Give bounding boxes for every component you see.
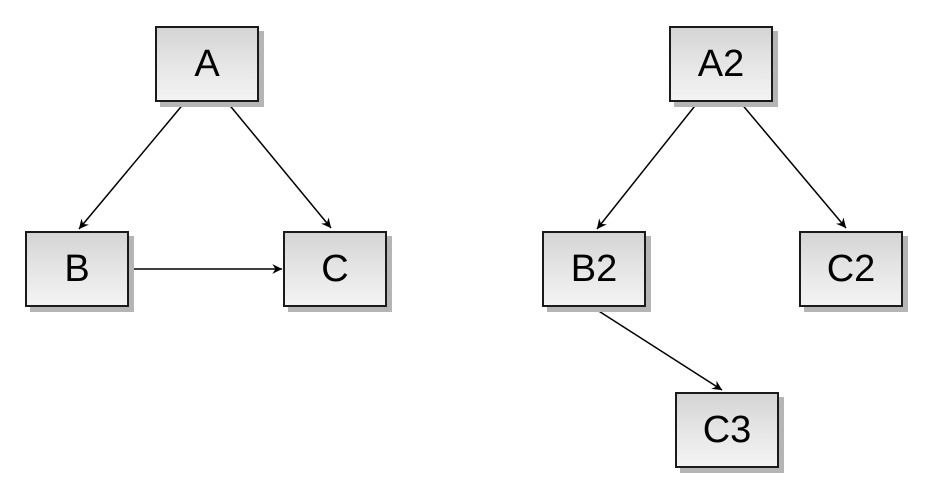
edge-A-to-C[interactable] [226,101,332,229]
node-A2[interactable]: A2 [669,26,773,102]
edge-B2-to-C3[interactable] [593,307,723,391]
edge-A2-to-C2[interactable] [739,101,847,229]
node-A-label: A [194,43,220,85]
node-C-label: C [321,248,349,290]
node-B2[interactable]: B2 [542,231,646,307]
node-C[interactable]: C [283,231,387,307]
node-C2-label: C2 [826,248,876,290]
edge-A-to-B[interactable] [78,101,186,230]
node-B2-label: B2 [570,248,618,290]
node-C2[interactable]: C2 [799,231,903,307]
node-B-label: B [64,248,90,290]
node-B[interactable]: B [25,231,129,307]
node-C3-label: C3 [702,409,752,451]
node-A[interactable]: A [155,26,259,102]
node-A2-label: A2 [697,43,745,85]
edge-A2-to-B2[interactable] [596,101,699,230]
node-C3[interactable]: C3 [675,392,779,468]
